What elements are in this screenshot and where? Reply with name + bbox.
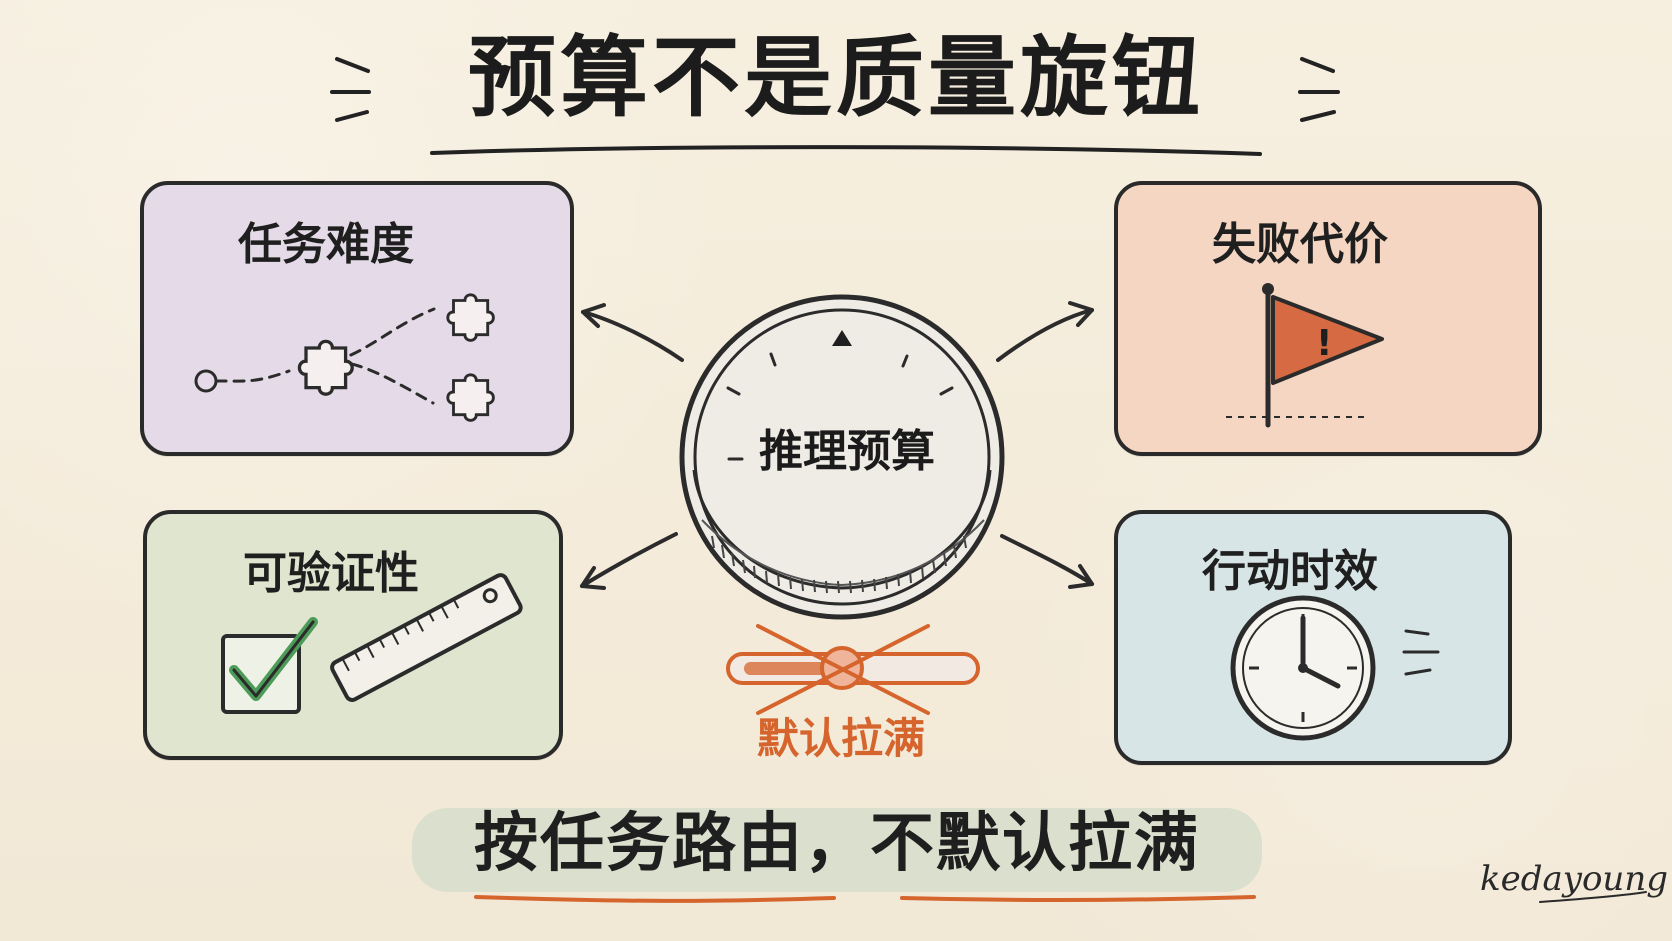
task-difficulty-card: 任务难度 [140,181,574,456]
bottom-message-band [412,808,1262,892]
puzzle-icon [446,373,495,422]
ruler-icon [330,573,523,702]
checkbox-icon [221,617,318,714]
bottom-message: 按任务路由，不默认拉满 [474,807,1200,881]
page-title: 预算不是质量旋钮 [467,26,1204,129]
verification-icons [221,573,523,714]
task-difficulty-label: 任务难度 [238,219,414,270]
verifiability-card: 可验证性 [143,510,563,760]
failure-cost-label: 失败代价 [1212,219,1388,270]
puzzle-icon [297,339,354,396]
action-timeliness-card: 行动时效 [1114,510,1512,765]
failure-cost-card: 失败代价 ! [1114,181,1542,456]
knob-icon [679,294,1005,620]
puzzle-icon [446,293,495,342]
flag-icon: ! [1226,283,1384,428]
svg-text:!: ! [1316,323,1332,364]
action-timeliness-label: 行动时效 [1202,546,1378,597]
default-maxed-warning: 默认拉满 [756,714,925,763]
signature: kedayoung [1480,859,1668,899]
puzzle-path-icon [194,293,495,422]
slider-icon [726,624,980,715]
reasoning-budget-label: 推理预算 [759,426,935,477]
clock-icon [1230,595,1440,741]
verifiability-label: 可验证性 [243,548,419,599]
